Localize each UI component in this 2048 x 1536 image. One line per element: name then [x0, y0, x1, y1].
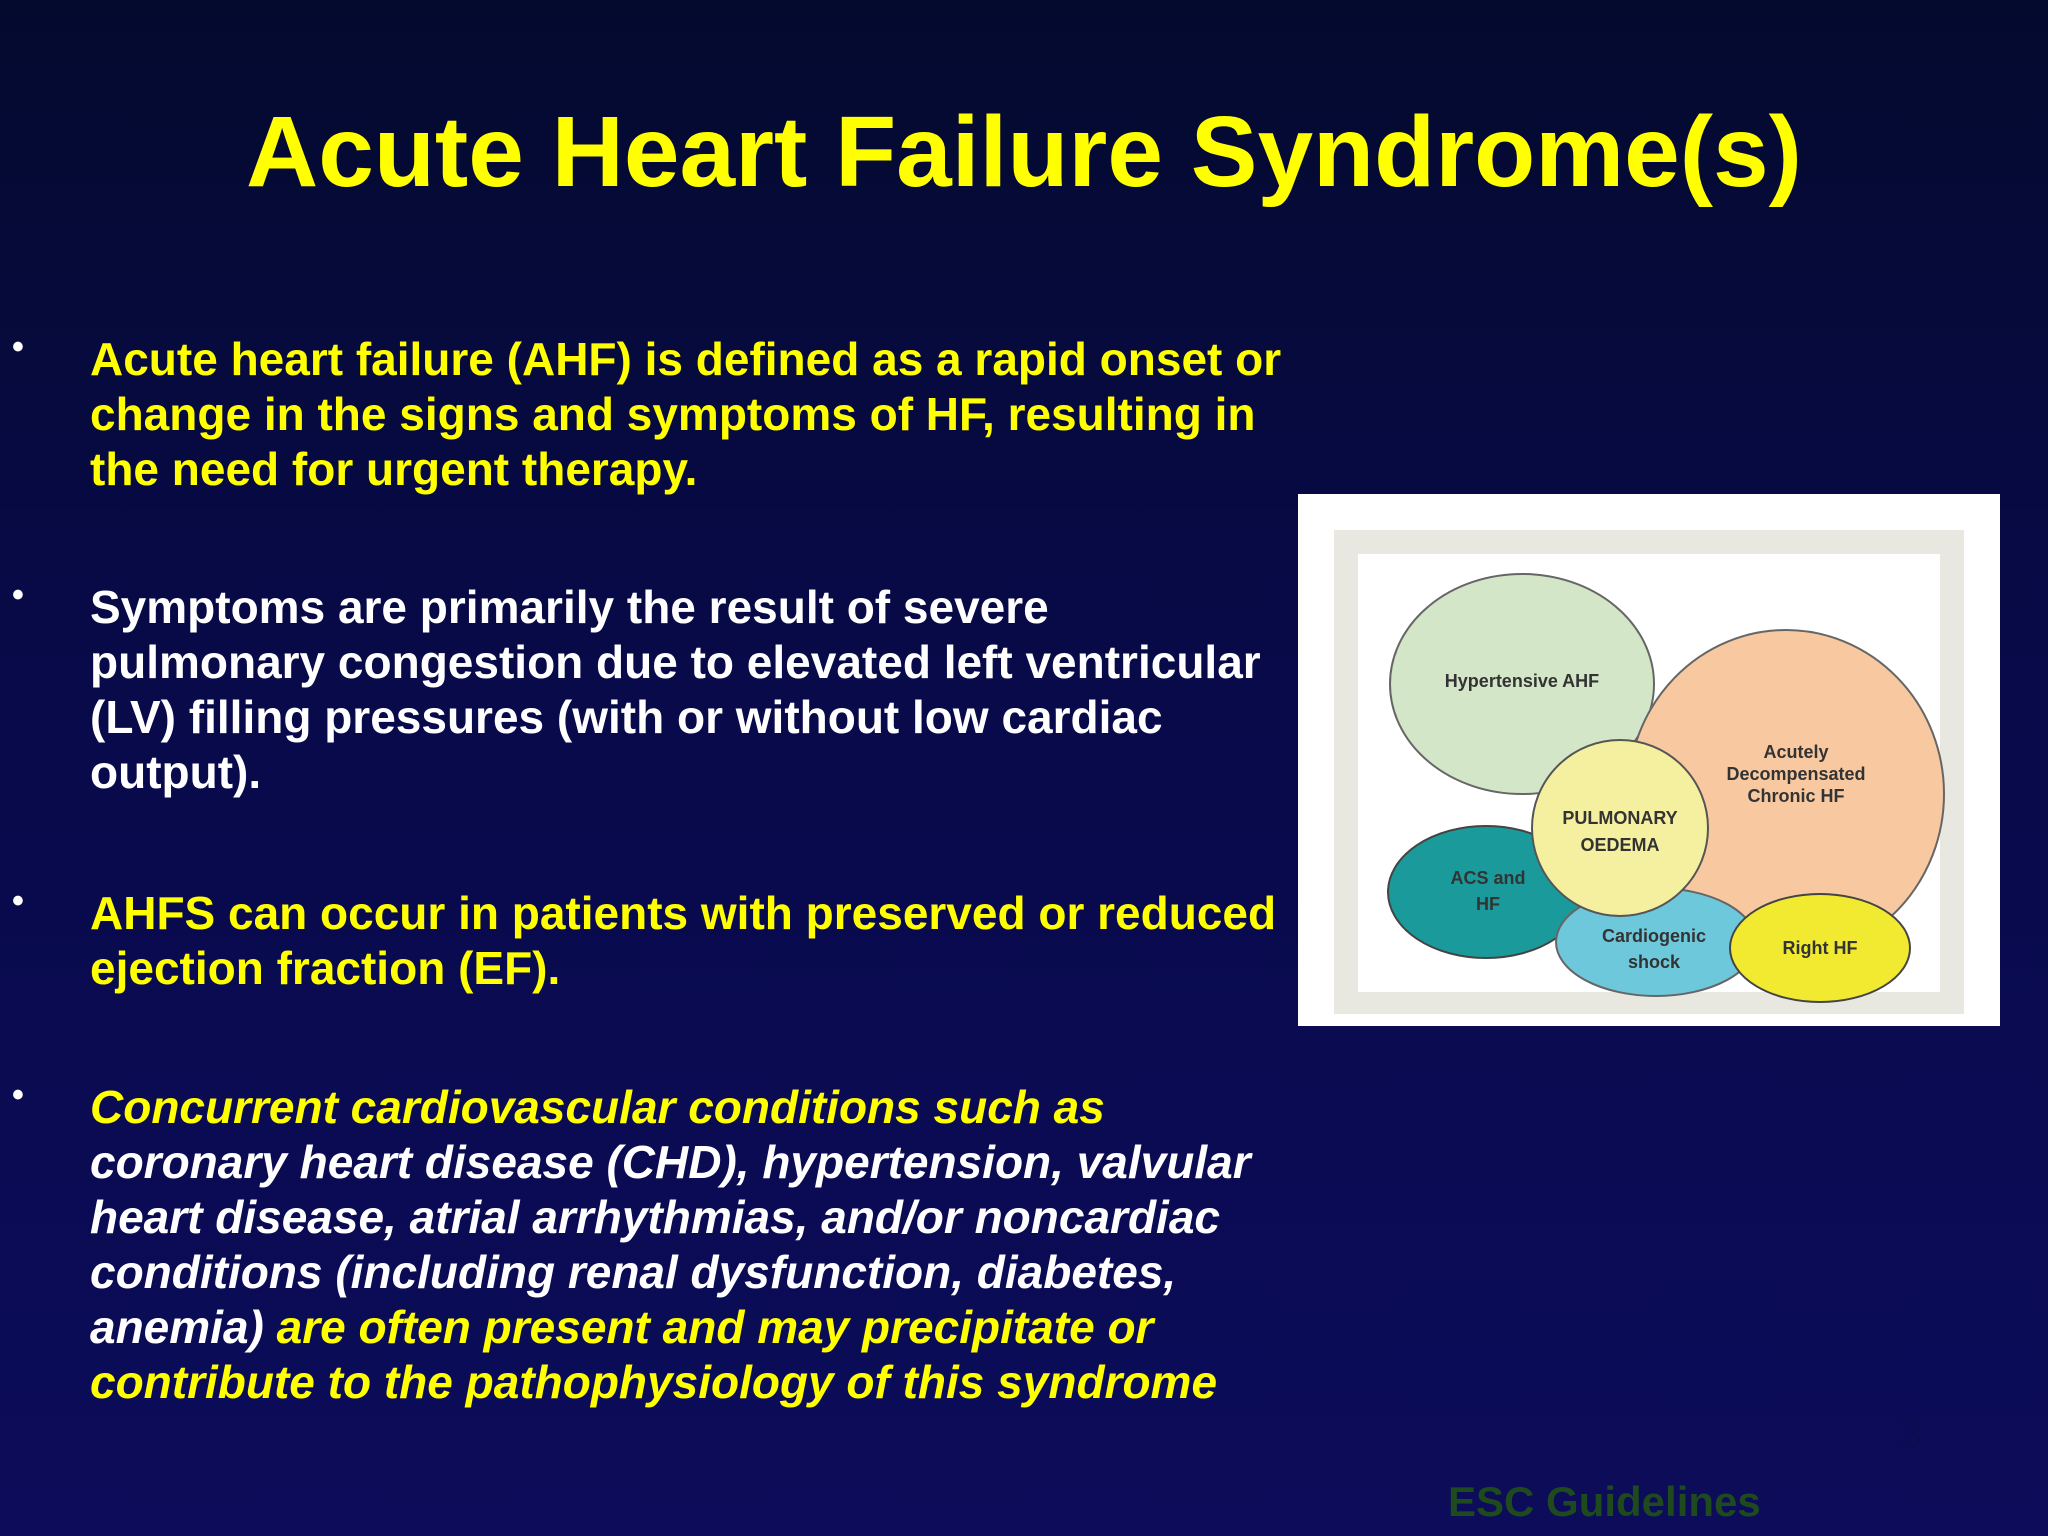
ahf-classification-figure: Hypertensive AHF Acutely Decompensated C…: [1298, 494, 2000, 1026]
bullet-text-part-3: are often present and may precipitate or…: [90, 1301, 1218, 1408]
bullet-text-part-2: coronary heart disease (CHD), hypertensi…: [90, 1136, 1251, 1353]
label-acs-line-2: HF: [1476, 894, 1500, 914]
label-right-hf: Right HF: [1783, 938, 1858, 958]
label-acutely-line-2: Decompensated: [1726, 764, 1865, 784]
ahf-overlap-diagram: Hypertensive AHF Acutely Decompensated C…: [1334, 530, 1964, 1014]
bullet-text-ahfs-ef: AHFS can occur in patients with preserve…: [90, 887, 1277, 994]
bullet-marker: •: [12, 576, 24, 614]
bullet-marker: •: [12, 1076, 24, 1114]
label-acutely-line-3: Chronic HF: [1748, 786, 1845, 806]
page-number: 3: [1900, 1412, 1923, 1456]
bullet-text-symptoms: Symptoms are primarily the result of sev…: [90, 581, 1261, 798]
bullet-marker: •: [12, 882, 24, 920]
label-cardiogenic-line-1: Cardiogenic: [1602, 926, 1706, 946]
label-cardiogenic-line-2: shock: [1628, 952, 1681, 972]
label-acutely-line-1: Acutely: [1763, 742, 1828, 762]
bullet-text-ahf-definition: Acute heart failure (AHF) is defined as …: [90, 333, 1282, 495]
label-pulmonary-line-2: OEDEMA: [1580, 835, 1659, 855]
bullet-text-concurrent-conditions: Concurrent cardiovascular conditions suc…: [90, 1080, 1290, 1410]
hypertensive-ahf-ellipse: [1389, 573, 1655, 795]
label-pulmonary-line-1: PULMONARY: [1562, 808, 1677, 828]
label-acs-line-1: ACS and: [1450, 868, 1525, 888]
pulmonary-oedema-circle: [1531, 739, 1709, 917]
right-hf-ellipse: [1729, 893, 1911, 1003]
slide-title: Acute Heart Failure Syndrome(s): [246, 96, 1802, 208]
footer-source-label: ESC Guidelines: [1448, 1478, 1761, 1525]
bullet-marker: •: [12, 328, 24, 366]
label-hypertensive-ahf: Hypertensive AHF: [1445, 671, 1599, 691]
bullet-text-part-1: Concurrent cardiovascular conditions suc…: [90, 1081, 1105, 1133]
